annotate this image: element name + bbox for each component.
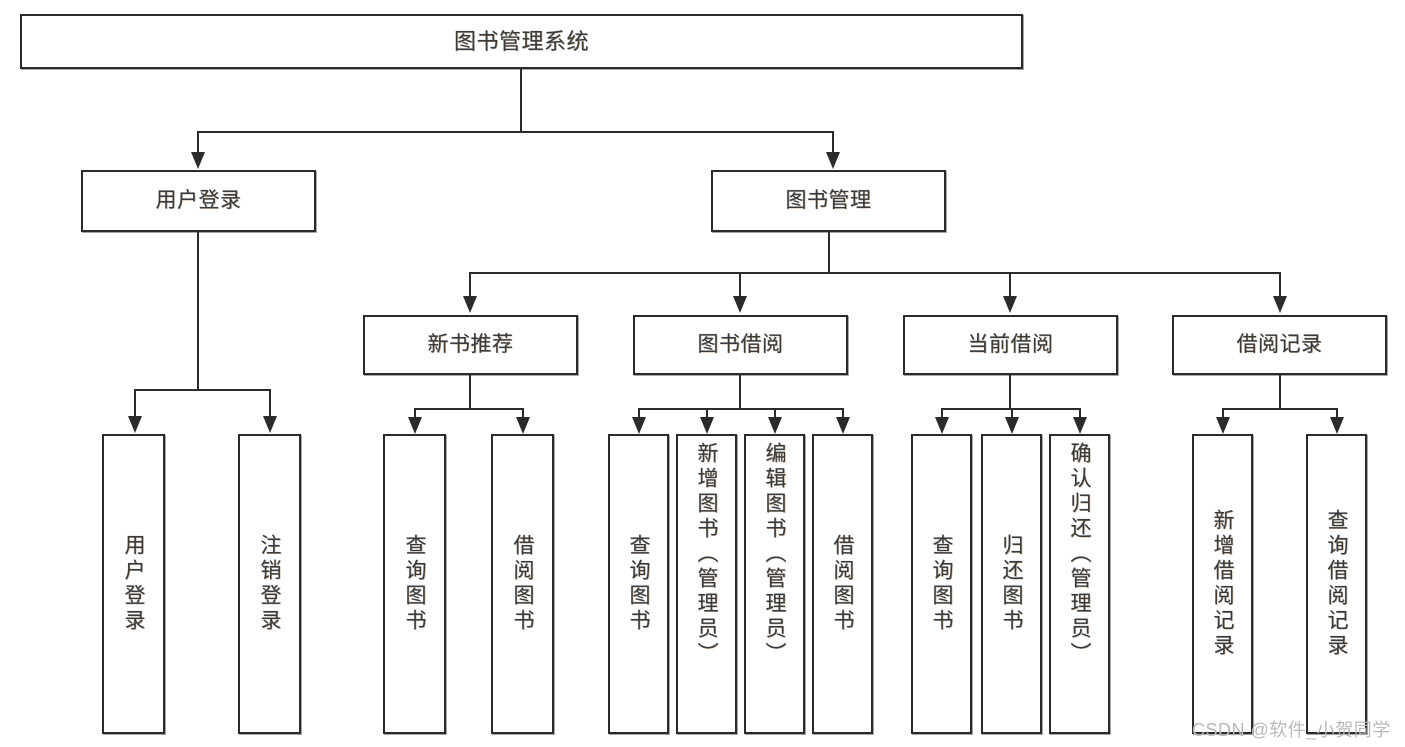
connector-cb-stem bbox=[1009, 375, 1011, 408]
node-book-management[interactable]: 图书管理 bbox=[711, 170, 946, 232]
leaf-book-borrow-3[interactable]: 编辑图书（管理员） bbox=[744, 434, 805, 734]
leaf-label: 用户登录 bbox=[122, 534, 145, 634]
connector-nbr-stem bbox=[469, 375, 471, 408]
leaf-label: 归还图书 bbox=[1000, 534, 1023, 634]
arrowhead-cb-leaf-2 bbox=[1005, 417, 1019, 434]
arrowhead-cb-leaf-3 bbox=[1073, 417, 1087, 434]
leaf-label: 新增图书（管理员） bbox=[695, 442, 718, 667]
leaf-borrow-record-2[interactable]: 查询借阅记录 bbox=[1306, 434, 1367, 734]
arrowhead-bm-child-1 bbox=[463, 296, 477, 313]
node-label: 借阅记录 bbox=[1236, 332, 1323, 356]
arrowhead-nbr-leaf-1 bbox=[408, 417, 422, 434]
arrowhead-br-leaf-2 bbox=[1330, 417, 1344, 434]
leaf-book-borrow-4[interactable]: 借阅图书 bbox=[812, 434, 873, 734]
arrowhead-br-leaf-1 bbox=[1216, 417, 1230, 434]
arrowhead-bm-child-4 bbox=[1273, 296, 1287, 313]
node-new-book-recommend[interactable]: 新书推荐 bbox=[363, 315, 578, 375]
connector-bb-to-leaf-2 bbox=[706, 408, 708, 418]
arrowhead-bb-leaf-4 bbox=[836, 417, 850, 434]
connector-user-login-stem bbox=[197, 232, 199, 389]
leaf-current-borrow-2[interactable]: 归还图书 bbox=[981, 434, 1042, 734]
connector-root-stem bbox=[520, 69, 522, 131]
connector-root-to-user-login bbox=[197, 131, 199, 153]
leaf-book-borrow-2[interactable]: 新增图书（管理员） bbox=[676, 434, 737, 734]
connector-bm-to-child-4 bbox=[1279, 272, 1281, 297]
leaf-label: 查询借阅记录 bbox=[1325, 509, 1348, 659]
node-label: 图书管理系统 bbox=[453, 28, 589, 54]
connector-bm-to-child-3 bbox=[1009, 272, 1011, 297]
connector-bb-to-leaf-3 bbox=[774, 408, 776, 418]
leaf-new-book-recommend-1[interactable]: 查询图书 bbox=[383, 434, 446, 734]
connector-cb-to-leaf-3 bbox=[1079, 408, 1081, 418]
connector-br-to-leaf-1 bbox=[1222, 408, 1224, 418]
leaf-label: 查询图书 bbox=[403, 534, 426, 634]
arrowhead-bb-leaf-2 bbox=[700, 417, 714, 434]
leaf-new-book-recommend-2[interactable]: 借阅图书 bbox=[491, 434, 554, 734]
connector-user-login-to-leaf-2 bbox=[269, 389, 271, 417]
leaf-label: 借阅图书 bbox=[831, 534, 854, 634]
leaf-user-login-2[interactable]: 注销登录 bbox=[238, 434, 301, 734]
node-root-book-management-system[interactable]: 图书管理系统 bbox=[20, 14, 1023, 69]
leaf-user-login-1[interactable]: 用户登录 bbox=[102, 434, 165, 734]
connector-bm-to-child-2 bbox=[739, 272, 741, 297]
node-current-borrow[interactable]: 当前借阅 bbox=[903, 315, 1118, 375]
leaf-label: 确认归还（管理员） bbox=[1068, 442, 1091, 667]
leaf-current-borrow-3[interactable]: 确认归还（管理员） bbox=[1049, 434, 1110, 734]
leaf-book-borrow-1[interactable]: 查询图书 bbox=[608, 434, 669, 734]
leaf-label: 编辑图书（管理员） bbox=[763, 442, 786, 667]
connector-cb-to-leaf-1 bbox=[941, 408, 943, 418]
arrowhead-bm-child-3 bbox=[1003, 296, 1017, 313]
connector-br-bar bbox=[1222, 408, 1338, 410]
connector-book-management-bar bbox=[469, 272, 1280, 274]
connector-user-login-to-leaf-1 bbox=[134, 389, 136, 417]
leaf-label: 新增借阅记录 bbox=[1211, 509, 1234, 659]
connector-cb-to-leaf-2 bbox=[1011, 408, 1013, 418]
arrowhead-bm-child-2 bbox=[733, 296, 747, 313]
arrowhead-nbr-leaf-2 bbox=[516, 417, 530, 434]
leaf-current-borrow-1[interactable]: 查询图书 bbox=[911, 434, 972, 734]
arrowhead-to-user-login bbox=[191, 152, 205, 169]
connector-nbr-to-leaf-2 bbox=[522, 408, 524, 418]
connector-root-bar bbox=[197, 131, 833, 133]
connector-book-management-stem bbox=[828, 232, 830, 272]
arrowhead-bb-leaf-3 bbox=[768, 417, 782, 434]
connector-bb-to-leaf-1 bbox=[638, 408, 640, 418]
arrowhead-bb-leaf-1 bbox=[632, 417, 646, 434]
connector-bb-to-leaf-4 bbox=[842, 408, 844, 418]
leaf-label: 注销登录 bbox=[258, 534, 281, 634]
node-label: 图书管理 bbox=[785, 188, 872, 212]
connector-bm-to-child-1 bbox=[469, 272, 471, 297]
node-label: 图书借阅 bbox=[697, 332, 784, 356]
connector-user-login-bar bbox=[134, 389, 271, 391]
csdn-watermark: CSDN @软件_小贺同学 bbox=[1192, 720, 1391, 740]
connector-bb-stem bbox=[739, 375, 741, 408]
leaf-label: 借阅图书 bbox=[511, 534, 534, 634]
node-label: 用户登录 bbox=[155, 188, 242, 212]
node-label: 新书推荐 bbox=[427, 332, 514, 356]
node-borrow-record[interactable]: 借阅记录 bbox=[1172, 315, 1387, 375]
arrowhead-cb-leaf-1 bbox=[935, 417, 949, 434]
connector-bb-bar bbox=[638, 408, 844, 410]
leaf-label: 查询图书 bbox=[930, 534, 953, 634]
leaf-borrow-record-1[interactable]: 新增借阅记录 bbox=[1192, 434, 1253, 734]
leaf-label: 查询图书 bbox=[627, 534, 650, 634]
connector-br-to-leaf-2 bbox=[1336, 408, 1338, 418]
node-book-borrow[interactable]: 图书借阅 bbox=[633, 315, 848, 375]
arrowhead-to-book-management bbox=[826, 152, 840, 169]
arrowhead-user-login-leaf-1 bbox=[128, 416, 142, 433]
arrowhead-user-login-leaf-2 bbox=[263, 416, 277, 433]
connector-nbr-bar bbox=[414, 408, 524, 410]
connector-root-to-book-management bbox=[832, 131, 834, 153]
connector-br-stem bbox=[1279, 375, 1281, 408]
node-user-login[interactable]: 用户登录 bbox=[81, 170, 316, 232]
connector-nbr-to-leaf-1 bbox=[414, 408, 416, 418]
node-label: 当前借阅 bbox=[967, 332, 1054, 356]
